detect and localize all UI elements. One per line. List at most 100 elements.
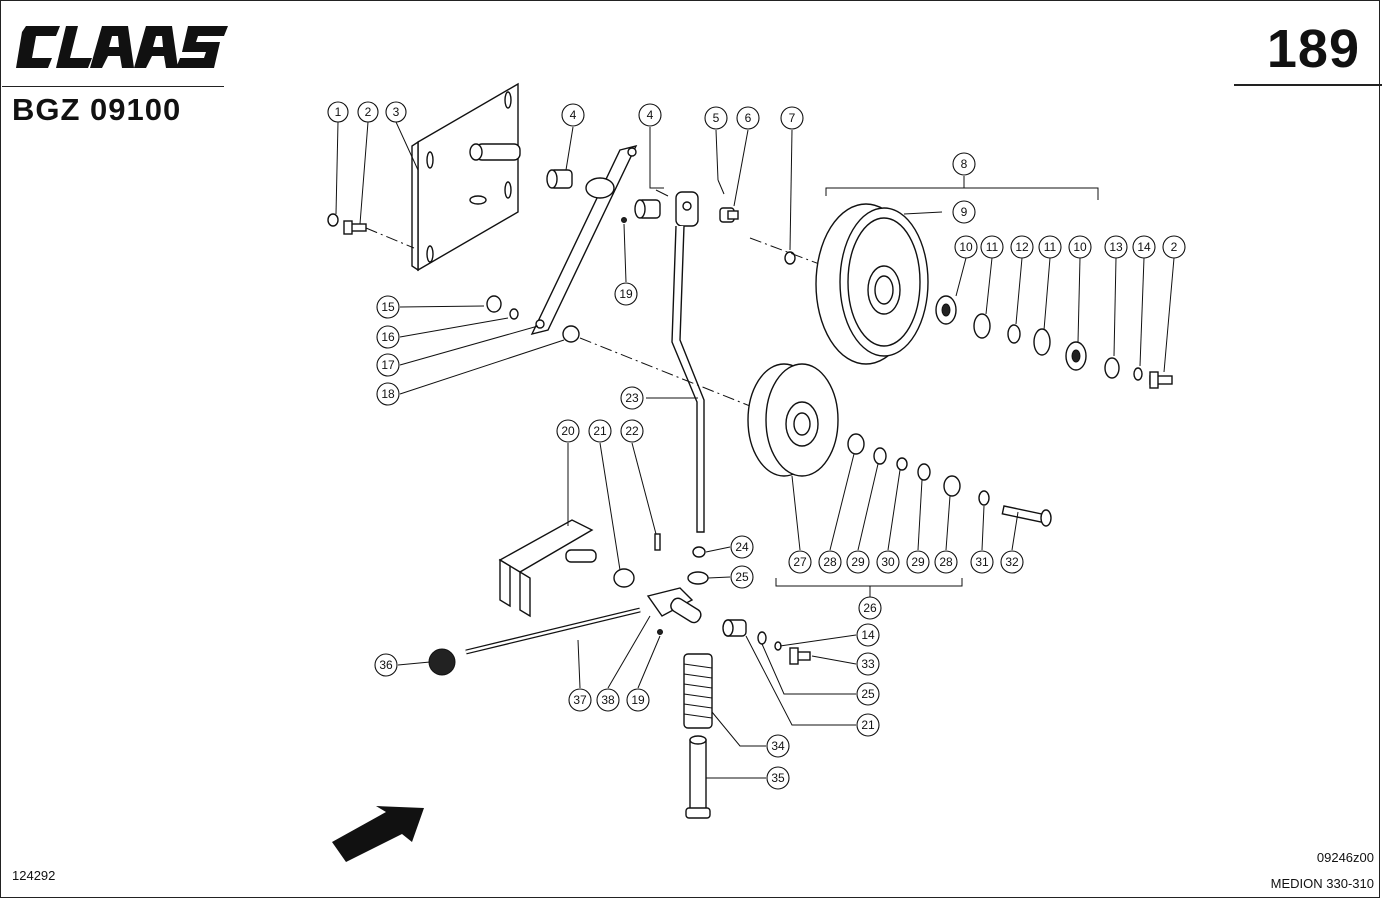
svg-text:10: 10 (959, 240, 973, 254)
svg-text:25: 25 (861, 687, 875, 701)
bolt-33 (789, 647, 811, 665)
svg-text:22: 22 (625, 424, 639, 438)
callout-5: 5 (704, 106, 728, 130)
callout-14: 14 (856, 623, 880, 647)
nut-24 (692, 546, 706, 558)
svg-text:34: 34 (771, 739, 785, 753)
callout-37: 37 (568, 688, 592, 712)
callout-3: 3 (385, 101, 407, 123)
washer-16 (509, 308, 519, 320)
model-name: MEDION 330-310 (1270, 876, 1374, 891)
callout-34: 34 (766, 734, 790, 758)
control-rod (671, 191, 705, 533)
callout-19: 19 (614, 282, 638, 306)
tension-lever (530, 144, 638, 336)
svg-text:23: 23 (625, 391, 639, 405)
svg-text:26: 26 (863, 601, 877, 615)
svg-text:5: 5 (713, 111, 720, 125)
callout-25: 25 (730, 565, 754, 589)
callout-7: 7 (780, 106, 804, 130)
callout-25: 25 (856, 682, 880, 706)
svg-text:36: 36 (379, 658, 393, 672)
page-number: 189 (1266, 19, 1360, 79)
callout-23: 23 (620, 386, 644, 410)
svg-text:21: 21 (861, 718, 875, 732)
svg-text:15: 15 (381, 300, 395, 314)
callout-31: 31 (970, 550, 994, 574)
callout-8: 8 (952, 152, 976, 176)
svg-text:4: 4 (647, 108, 654, 122)
washer-1 (327, 213, 339, 227)
callout-4: 4 (561, 103, 585, 127)
callout-19: 19 (626, 688, 650, 712)
svg-text:33: 33 (861, 657, 875, 671)
svg-text:14: 14 (1137, 240, 1151, 254)
guide-pin-35 (685, 735, 711, 819)
drawing-number: 09246z00 (1316, 850, 1374, 865)
upper-bearing-stack (935, 295, 1173, 389)
callout-16: 16 (376, 325, 400, 349)
svg-text:13: 13 (1109, 240, 1123, 254)
callout-29: 29 (846, 550, 870, 574)
callout-2: 2 (357, 101, 379, 123)
svg-text:14: 14 (861, 628, 875, 642)
mounting-plate (411, 82, 521, 272)
callout-9: 9 (952, 200, 976, 224)
callout-15: 15 (376, 295, 400, 319)
svg-text:38: 38 (601, 693, 615, 707)
callout-38: 38 (596, 688, 620, 712)
lower-pulley (747, 363, 839, 477)
svg-text:30: 30 (881, 555, 895, 569)
knob-36 (428, 648, 456, 676)
callout-11: 11 (980, 235, 1004, 259)
washer-25 (687, 571, 709, 585)
svg-text:16: 16 (381, 330, 395, 344)
callout-24: 24 (730, 535, 754, 559)
lower-bearing-stack (847, 433, 1052, 527)
callout-28: 28 (934, 550, 958, 574)
callout-21: 21 (856, 713, 880, 737)
spring-34 (683, 653, 713, 729)
svg-text:29: 29 (851, 555, 865, 569)
svg-text:7: 7 (789, 111, 796, 125)
callout-33: 33 (856, 652, 880, 676)
bush-4a (546, 169, 573, 189)
svg-text:2: 2 (365, 105, 372, 119)
svg-text:21: 21 (593, 424, 607, 438)
svg-text:17: 17 (381, 358, 395, 372)
pin-22 (654, 533, 661, 551)
svg-text:18: 18 (381, 387, 395, 401)
bush-4b (634, 199, 661, 219)
callout-30: 30 (876, 550, 900, 574)
bush-18 (562, 325, 580, 343)
document-number: 124292 (12, 868, 56, 883)
callout-32: 32 (1000, 550, 1024, 574)
callout-17: 17 (376, 353, 400, 377)
svg-text:10: 10 (1073, 240, 1087, 254)
nut-15 (486, 295, 502, 313)
callout-2: 2 (1162, 235, 1186, 259)
header-rule-left (2, 86, 224, 87)
svg-text:3: 3 (393, 105, 400, 119)
callout-28: 28 (818, 550, 842, 574)
svg-text:20: 20 (561, 424, 575, 438)
callout-11: 11 (1038, 235, 1062, 259)
callout-21: 21 (588, 419, 612, 443)
callout-14: 14 (1132, 235, 1156, 259)
svg-text:8: 8 (961, 157, 968, 171)
svg-text:19: 19 (631, 693, 645, 707)
callout-27: 27 (788, 550, 812, 574)
bolt-6 (719, 207, 739, 223)
selector-38 (646, 587, 702, 624)
svg-text:25: 25 (735, 570, 749, 584)
callout-6: 6 (736, 106, 760, 130)
bush-21b (722, 619, 747, 637)
callout-12: 12 (1010, 235, 1034, 259)
svg-text:4: 4 (570, 108, 577, 122)
svg-text:28: 28 (939, 555, 953, 569)
callout-26: 26 (858, 596, 882, 620)
washer-7 (784, 251, 796, 265)
svg-text:11: 11 (986, 240, 999, 254)
svg-text:9: 9 (961, 205, 968, 219)
